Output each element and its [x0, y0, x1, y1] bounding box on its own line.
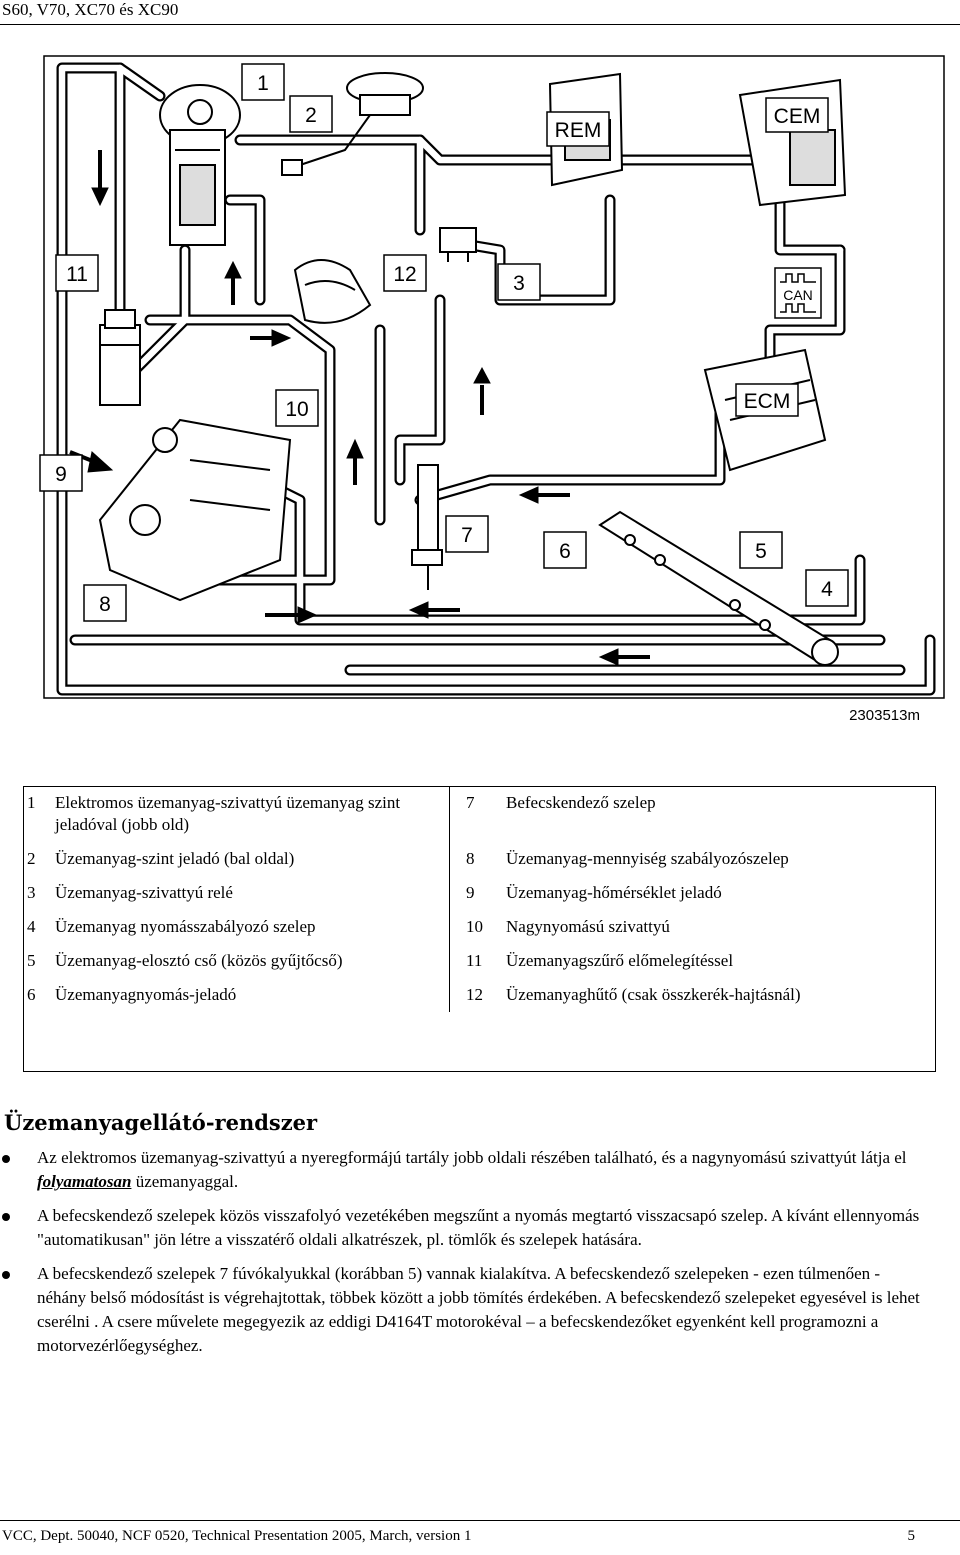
bullet-dot-icon	[2, 1271, 10, 1279]
legend-row: 5 Üzemanyag-elosztó cső (közös gyűjtőcső…	[23, 944, 936, 978]
svg-text:4: 4	[821, 578, 833, 601]
callout-11: 11	[55, 254, 99, 292]
legend-row: 4 Üzemanyag nyomásszabályozó szelep 10 N…	[23, 910, 936, 944]
svg-text:3: 3	[513, 272, 525, 295]
figure-id: 2303513m	[849, 707, 920, 724]
callout-5: 5	[739, 531, 783, 569]
high-pressure-pump-illustration	[98, 418, 292, 602]
page-footer: VCC, Dept. 50040, NCF 0520, Technical Pr…	[0, 1520, 960, 1555]
svg-text:8: 8	[99, 593, 111, 616]
callout-2: 2	[289, 95, 333, 133]
callout-10: 10	[275, 389, 319, 427]
callout-9: 9	[39, 454, 83, 492]
svg-text:12: 12	[393, 263, 416, 286]
legend-row: 1 Elektromos üzemanyag-szivattyú üzemany…	[23, 786, 936, 842]
legend-row: 6 Üzemanyagnyomás-jeladó 12 Üzemanyaghűt…	[23, 978, 936, 1012]
can-label: CAN	[783, 287, 813, 303]
emphasized-word: folyamatosan	[37, 1172, 132, 1191]
injector-illustration	[411, 464, 443, 590]
svg-text:11: 11	[66, 263, 88, 286]
callout-4: 4	[805, 569, 849, 607]
svg-text:5: 5	[755, 540, 767, 563]
svg-text:7: 7	[461, 524, 473, 547]
bullet-item: A befecskendező szelepek közös visszafol…	[0, 1204, 930, 1252]
callout-3: 3	[497, 263, 541, 301]
bullet-dot-icon	[2, 1213, 10, 1221]
legend-table: 1 Elektromos üzemanyag-szivattyú üzemany…	[23, 786, 936, 1012]
callout-6: 6	[543, 531, 587, 569]
callout-8: 8	[83, 584, 127, 622]
svg-text:9: 9	[55, 463, 67, 486]
fuel-system-diagram: 1 2 3 4 5 6 7 8 9 10 11 12 REM CEM ECM C…	[0, 40, 960, 730]
svg-text:6: 6	[559, 540, 571, 563]
callout-1: 1	[241, 63, 285, 101]
level-sender-illustration	[281, 72, 424, 176]
callout-7: 7	[445, 515, 489, 553]
bullet-item: Az elektromos üzemanyag-szivattyú a nyer…	[0, 1146, 930, 1194]
ecm-label: ECM	[744, 390, 791, 413]
svg-text:2: 2	[305, 104, 317, 127]
bullet-item: A befecskendező szelepek 7 fúvókalyukkal…	[0, 1262, 930, 1358]
page-header: S60, V70, XC70 és XC90	[0, 0, 960, 25]
module-labels: REM CEM ECM CAN	[546, 97, 829, 417]
legend-row: 2 Üzemanyag-szint jeladó (bal oldal) 8 Ü…	[23, 842, 936, 876]
fuel-filter-illustration	[99, 309, 141, 406]
svg-text:10: 10	[285, 398, 308, 421]
cem-label: CEM	[774, 105, 821, 128]
relay-illustration	[439, 227, 477, 262]
footer-text: VCC, Dept. 50040, NCF 0520, Technical Pr…	[2, 1528, 472, 1544]
bullet-list: Az elektromos üzemanyag-szivattyú a nyer…	[0, 1146, 930, 1368]
rem-label: REM	[555, 119, 602, 142]
header-title: S60, V70, XC70 és XC90	[2, 0, 179, 19]
bullet-dot-icon	[2, 1155, 10, 1163]
diagram-frame	[43, 55, 945, 699]
fuel-cooler-illustration	[293, 259, 372, 324]
callout-labels: 1 2 3 4 5 6 7 8 9 10 11 12	[39, 63, 849, 622]
fuel-pump-illustration	[159, 84, 241, 246]
svg-text:1: 1	[257, 72, 269, 95]
legend-row: 3 Üzemanyag-szivattyú relé 9 Üzemanyag-h…	[23, 876, 936, 910]
section-heading: Üzemanyagellátó-rendszer	[4, 1110, 318, 1135]
callout-12: 12	[383, 254, 427, 292]
page-number: 5	[907, 1528, 916, 1544]
common-rail-illustration	[598, 510, 839, 666]
